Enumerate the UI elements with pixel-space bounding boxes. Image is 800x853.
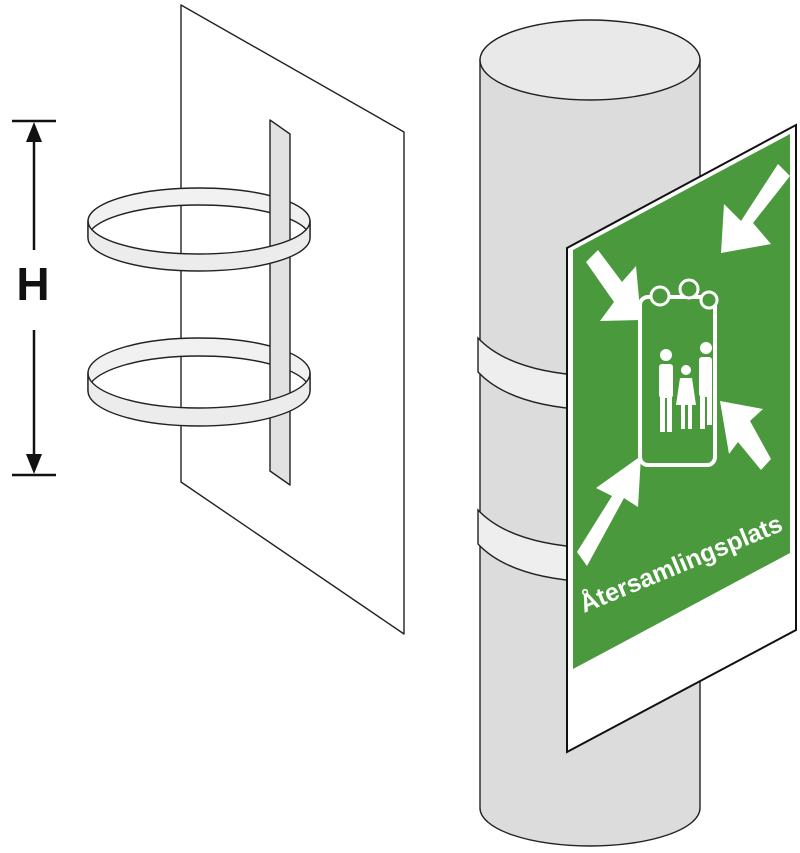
- sign: Återsamlingsplats: [566, 123, 797, 754]
- bracket-detail: [87, 4, 405, 635]
- mounting-plate: [180, 4, 405, 635]
- arrow-icon: [577, 164, 790, 566]
- dimension-label: H: [16, 258, 49, 310]
- lower-ring-front: [87, 372, 311, 427]
- pole-top: [479, 19, 701, 101]
- people-group-icon: [638, 278, 719, 467]
- vertical-strap: [269, 119, 291, 486]
- dimension-arrow-icon: [12, 119, 56, 477]
- upper-ring-front: [87, 220, 311, 272]
